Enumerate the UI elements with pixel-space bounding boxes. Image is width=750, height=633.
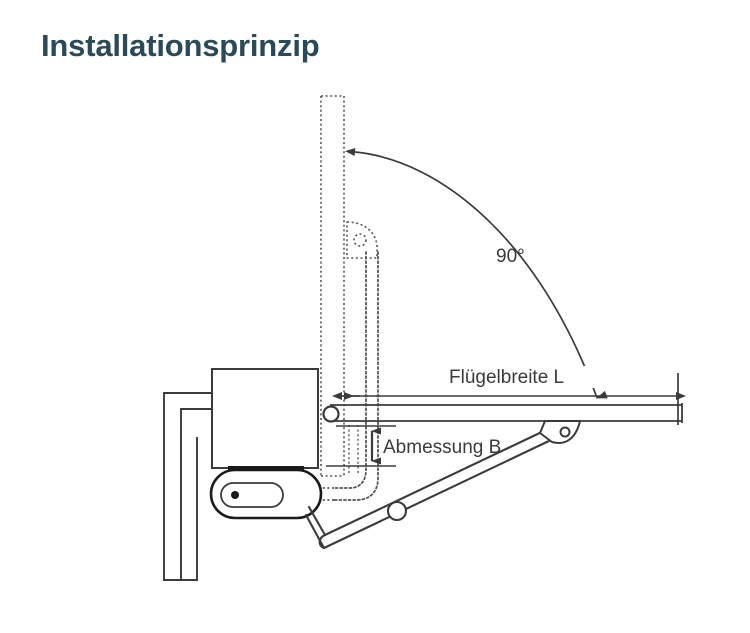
- drive-capsule: [209, 466, 323, 520]
- offset-dimension: [326, 425, 396, 467]
- operator-housing: [211, 368, 319, 469]
- linkage-arm: [304, 428, 553, 550]
- hinge-pivot: [322, 405, 340, 423]
- page-title: Installationsprinzip: [41, 28, 320, 63]
- door-leaf-open: [320, 95, 345, 477]
- leaf-width-label: Flügelbreite L: [449, 367, 564, 388]
- leaf-connector-shoe: [539, 420, 581, 444]
- angle-label: 90°: [496, 246, 525, 267]
- wall-mount-bracket: [163, 392, 214, 581]
- door-leaf-closed: [330, 403, 683, 423]
- leaf-width-dimension: [332, 366, 686, 425]
- offset-dimension-label: Abmessung B: [383, 437, 501, 458]
- opening-angle-arc: [345, 148, 608, 399]
